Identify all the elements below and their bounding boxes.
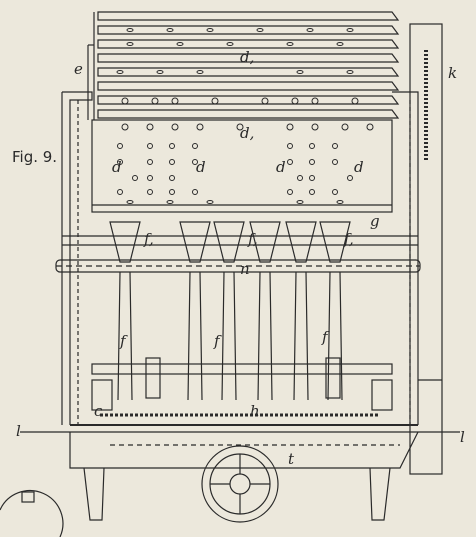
label-n: n <box>240 260 250 278</box>
label-l-right: l <box>460 428 465 446</box>
label-e: e <box>74 60 83 78</box>
tray-holes <box>116 28 374 131</box>
tray-stack <box>87 11 400 131</box>
vertical-tubes <box>117 271 343 401</box>
label-d-c: d <box>276 158 286 176</box>
label-g: g <box>370 212 380 230</box>
label-f1-a: f, <box>144 230 154 248</box>
perforated-box <box>91 119 393 213</box>
rack-column <box>409 23 443 475</box>
label-k: k <box>448 64 458 82</box>
cross-shaft <box>55 259 421 273</box>
figure-label: Fig. 9. <box>12 148 58 166</box>
label-f-a: f <box>120 332 126 350</box>
label-h: h <box>250 402 260 420</box>
label-f1-b: f, <box>248 230 258 248</box>
label-f1-c: f, <box>344 230 354 248</box>
label-l-left: l <box>16 422 21 440</box>
label-f-b: f <box>214 332 220 350</box>
label-d1-top: d, <box>240 48 255 66</box>
base-frame <box>20 431 460 521</box>
label-t: t <box>288 450 295 468</box>
label-d1-mid: d, <box>240 124 255 142</box>
label-d-a: d <box>112 158 122 176</box>
label-c: c <box>94 402 103 420</box>
lower-mechanism <box>70 357 418 426</box>
detail-circle-fragment <box>0 490 64 537</box>
label-d-b: d <box>196 158 206 176</box>
funnel-row <box>109 221 351 263</box>
handwheel <box>201 445 279 523</box>
label-f-c: f <box>322 328 328 346</box>
label-d-d: d <box>354 158 364 176</box>
